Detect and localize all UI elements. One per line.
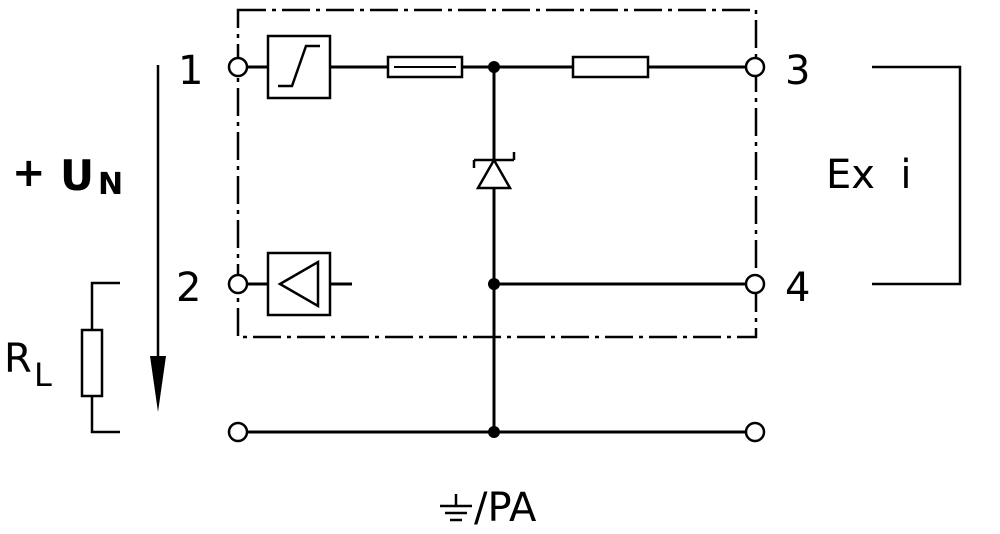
- supply-voltage-subscript: N: [98, 167, 123, 202]
- load-resistor-symbol: R: [4, 336, 32, 382]
- terminal-2-label: 2: [176, 265, 201, 311]
- supply-voltage-symbol: U: [60, 151, 94, 200]
- device-enclosure: [236, 8, 758, 339]
- terminal-4-label: 4: [785, 265, 810, 311]
- amplifier-symbol: [266, 251, 332, 317]
- terminal-3-label: 3: [785, 48, 810, 94]
- supply-sign: +: [12, 150, 46, 196]
- resistor-element: [571, 55, 650, 79]
- junction-middle: [488, 278, 500, 290]
- terminal-1: [227, 56, 249, 78]
- terminal-3: [744, 56, 766, 78]
- ground-icon: [440, 494, 472, 522]
- terminal-4: [744, 273, 766, 295]
- junction-top: [488, 61, 500, 73]
- terminal-pa-right: [744, 421, 766, 443]
- terminal-pa-left: [227, 421, 249, 443]
- wiring: [248, 65, 745, 434]
- hazard-zone-label: Ex i: [826, 152, 912, 198]
- terminal-2: [227, 273, 249, 295]
- load-resistor-subscript: L: [34, 356, 52, 394]
- voltage-arrow: [150, 65, 166, 412]
- zener-diode-symbol: [472, 152, 516, 190]
- load-resistor: [80, 281, 120, 434]
- junction-bottom: [488, 426, 500, 438]
- ground-label: /PA: [474, 485, 537, 531]
- limiter-symbol: [266, 34, 332, 100]
- terminal-1-label: 1: [178, 48, 203, 94]
- hazard-zone-bracket: [872, 65, 962, 286]
